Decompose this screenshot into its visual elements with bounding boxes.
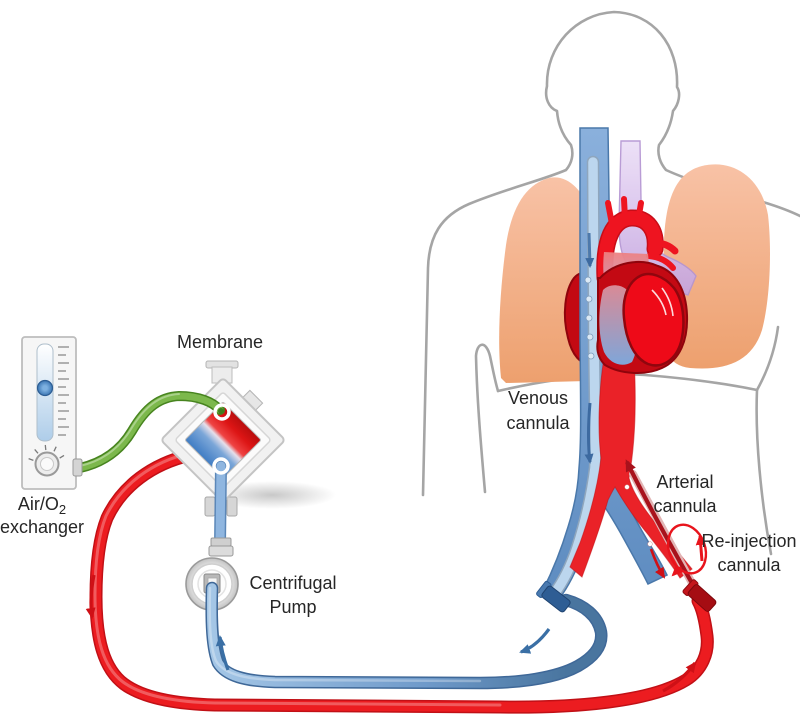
red-flow-arrow-left-icon — [85, 574, 96, 619]
flowmeter-port — [72, 458, 83, 477]
centrifugal-pump-label-line2: Pump — [269, 597, 316, 617]
membrane-label: Membrane — [177, 332, 263, 352]
air-o2-exchanger-device — [21, 336, 83, 490]
reinjection-cannula-label-line2: cannula — [717, 555, 781, 575]
right-arm-inner-line — [755, 325, 780, 392]
reinjection-up-arrow-icon — [695, 534, 706, 562]
ventricle-highlight-lines — [651, 287, 674, 317]
aorta-descending — [569, 357, 693, 579]
red-flow-arrow-right-icon — [662, 661, 697, 693]
membrane-leg-left — [204, 496, 216, 517]
right-hip-line — [755, 388, 773, 556]
arterial-cannula-label-line1: Arterial — [656, 472, 713, 492]
head-torso-outline — [421, 10, 800, 497]
pulmonary-branch-2 — [646, 253, 676, 271]
arch-branch-2 — [621, 196, 628, 222]
blue-flow-arrow-right-icon — [519, 628, 551, 654]
left-arm-inner-line — [474, 343, 500, 494]
deoxygenated-tube — [205, 581, 608, 690]
membrane-shadow — [208, 481, 336, 509]
membrane-to-pump-tube — [214, 460, 227, 551]
air-o2-exchanger-label-line2: exchanger — [0, 517, 84, 537]
mediastinum — [542, 127, 708, 601]
reinjection-cannula-label-line1: Re-injection — [701, 531, 796, 551]
membrane-gas-port-ring — [213, 403, 231, 421]
membrane-leg-right — [226, 496, 238, 517]
flowmeter-scale-ticks — [58, 346, 69, 436]
arterial-cannula-label-line2: cannula — [653, 496, 717, 516]
arterial-cannula-connector — [682, 579, 717, 612]
gas-tube — [75, 390, 225, 473]
arterial-cannula-flow-arrow-icon — [625, 459, 699, 594]
membrane-blood-port-ring — [212, 457, 230, 475]
vein-flow-arrow-lower-icon — [584, 402, 594, 464]
reinjection-down-arrow-icon — [649, 548, 666, 579]
membrane-gas-exchange-panel — [185, 402, 261, 478]
flowmeter-float-knob — [36, 379, 54, 397]
arterial-cannula-hole-1 — [647, 541, 653, 547]
right-lung — [661, 164, 770, 369]
external-circuit — [21, 336, 717, 714]
venous-cannula-label-line1: Venous — [508, 388, 568, 408]
venous-cannula-label-line2: cannula — [506, 413, 570, 433]
oxygenated-tube — [89, 448, 714, 714]
waist-line — [496, 373, 759, 393]
membrane-oxygenator — [161, 360, 285, 517]
arterial-cannula-hole-2 — [624, 484, 630, 490]
blue-flow-arrow-pump-icon — [215, 635, 230, 671]
labels: Membrane Air/O2 exchanger Centrifugal Pu… — [0, 332, 797, 617]
reinjection-loop-arrowhead — [671, 565, 683, 577]
cannula-drainage-holes — [584, 276, 595, 360]
patient-body-outline — [421, 10, 800, 556]
air-o2-exchanger-label-line1: Air/O2 — [18, 494, 66, 517]
vein-flow-arrow-upper-icon — [585, 232, 595, 268]
arch-branch-1 — [605, 200, 615, 227]
pump-inlet-clamp — [208, 537, 234, 557]
heart-left-ventricle — [622, 272, 685, 367]
pulmonary-branch-1 — [648, 239, 679, 255]
flowmeter-dial-ticks — [28, 444, 65, 462]
aortic-arch — [596, 196, 679, 287]
venous-cannula-connector — [536, 580, 571, 613]
centrifugal-pump-label-line1: Centrifugal — [249, 573, 336, 593]
membrane-gas-port-tip — [218, 408, 224, 414]
arch-branch-3 — [635, 200, 644, 224]
